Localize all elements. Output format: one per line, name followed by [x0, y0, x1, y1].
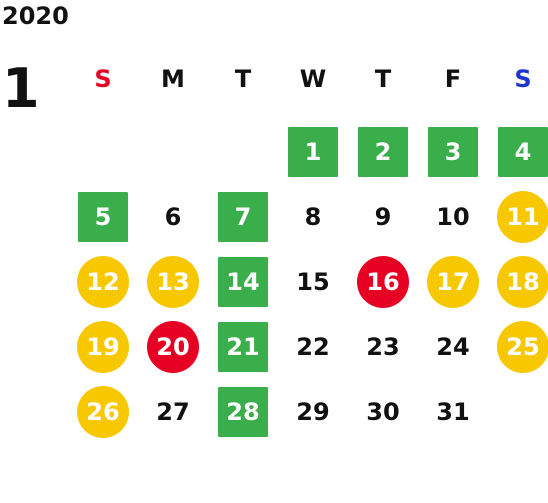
calendar-day-number: 31: [436, 398, 470, 426]
calendar-day[interactable]: 3: [425, 124, 481, 180]
calendar-day-number: 18: [506, 268, 540, 296]
calendar-day[interactable]: 11: [495, 189, 548, 245]
calendar-day[interactable]: 25: [495, 319, 548, 375]
calendar-day-number: 9: [374, 203, 392, 231]
calendar-day[interactable]: 12: [75, 254, 131, 310]
calendar-day-number: 25: [506, 333, 540, 361]
calendar-day[interactable]: 2: [355, 124, 411, 180]
weekday-label: M: [161, 65, 185, 93]
calendar-day-number: 11: [506, 203, 540, 231]
calendar-day-number: 8: [304, 203, 322, 231]
calendar-day[interactable]: 9: [355, 189, 411, 245]
calendar-day[interactable]: 21: [215, 319, 271, 375]
calendar-day[interactable]: 24: [425, 319, 481, 375]
calendar-day-number: 3: [444, 138, 462, 166]
calendar-day-number: 30: [366, 398, 400, 426]
calendar-day[interactable]: 30: [355, 384, 411, 440]
calendar-year: 2020: [2, 2, 69, 30]
calendar-day[interactable]: 19: [75, 319, 131, 375]
calendar-day-number: 22: [296, 333, 330, 361]
calendar-day-number: 20: [156, 333, 190, 361]
calendar-day-number: 28: [226, 398, 260, 426]
calendar-day-number: 2: [374, 138, 392, 166]
calendar-day[interactable]: 8: [285, 189, 341, 245]
weekday-label: T: [234, 65, 252, 93]
calendar-day[interactable]: 16: [355, 254, 411, 310]
calendar-day-number: 17: [436, 268, 470, 296]
calendar-day-number: 15: [296, 268, 330, 296]
calendar-day[interactable]: 17: [425, 254, 481, 310]
calendar-day[interactable]: 31: [425, 384, 481, 440]
calendar-day-number: 13: [156, 268, 190, 296]
calendar-day[interactable]: 28: [215, 384, 271, 440]
calendar-day[interactable]: 15: [285, 254, 341, 310]
calendar-day[interactable]: 4: [495, 124, 548, 180]
calendar-day-number: 4: [514, 138, 532, 166]
weekday-label: S: [94, 65, 112, 93]
calendar-day[interactable]: 26: [75, 384, 131, 440]
calendar-day-number: 16: [366, 268, 400, 296]
weekday-label: F: [444, 65, 462, 93]
calendar-day-number: 27: [156, 398, 190, 426]
calendar-day[interactable]: 23: [355, 319, 411, 375]
weekday-label: T: [374, 65, 392, 93]
calendar-day[interactable]: 29: [285, 384, 341, 440]
calendar-day-number: 23: [366, 333, 400, 361]
calendar-day-number: 14: [226, 268, 260, 296]
calendar-day[interactable]: 14: [215, 254, 271, 310]
weekday-label: S: [514, 65, 532, 93]
calendar-day-number: 24: [436, 333, 470, 361]
calendar-day[interactable]: 27: [145, 384, 201, 440]
calendar-month: 1: [2, 57, 40, 120]
calendar-day-number: 5: [94, 203, 112, 231]
calendar-day[interactable]: 1: [285, 124, 341, 180]
weekday-label: W: [299, 65, 327, 93]
calendar-day-number: 6: [164, 203, 182, 231]
calendar-day[interactable]: 22: [285, 319, 341, 375]
calendar-day[interactable]: 18: [495, 254, 548, 310]
calendar-day[interactable]: 5: [75, 189, 131, 245]
calendar-day-number: 21: [226, 333, 260, 361]
calendar-day[interactable]: 7: [215, 189, 271, 245]
calendar-day-number: 19: [86, 333, 120, 361]
calendar-day-number: 29: [296, 398, 330, 426]
calendar-day[interactable]: 13: [145, 254, 201, 310]
calendar-day-number: 10: [436, 203, 470, 231]
calendar-day[interactable]: 6: [145, 189, 201, 245]
calendar-day-number: 7: [234, 203, 252, 231]
calendar-day-number: 12: [86, 268, 120, 296]
calendar-day[interactable]: 20: [145, 319, 201, 375]
calendar-day[interactable]: 10: [425, 189, 481, 245]
calendar-day-number: 26: [86, 398, 120, 426]
calendar-day-number: 1: [304, 138, 322, 166]
